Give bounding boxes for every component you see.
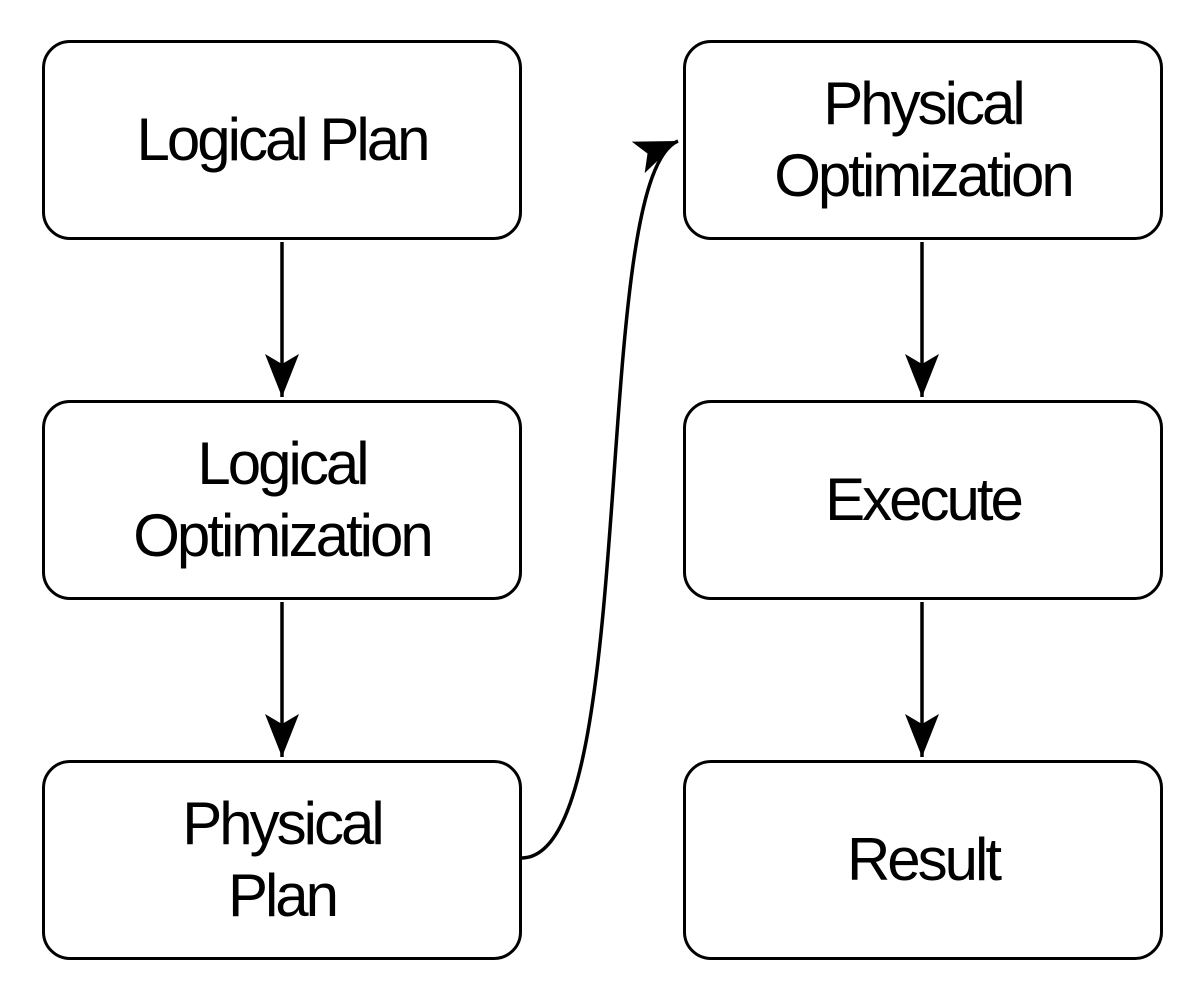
node-physical-optimization-label: Physical Optimization	[774, 70, 1074, 209]
node-physical-plan-label: Physical Plan	[182, 790, 384, 929]
edge-physical-plan-to-physical-optimization	[521, 139, 679, 860]
node-logical-optimization-label: Logical Optimization	[133, 430, 433, 569]
node-logical-plan-label: Logical Plan	[136, 106, 431, 173]
node-logical-optimization: Logical Optimization	[42, 400, 522, 600]
node-result-label: Result	[846, 826, 1002, 893]
node-result: Result	[683, 760, 1163, 960]
node-logical-plan: Logical Plan	[42, 40, 522, 240]
node-physical-optimization: Physical Optimization	[683, 40, 1163, 240]
node-execute-label: Execute	[825, 466, 1024, 533]
node-physical-plan: Physical Plan	[42, 760, 522, 960]
node-execute: Execute	[683, 400, 1163, 600]
